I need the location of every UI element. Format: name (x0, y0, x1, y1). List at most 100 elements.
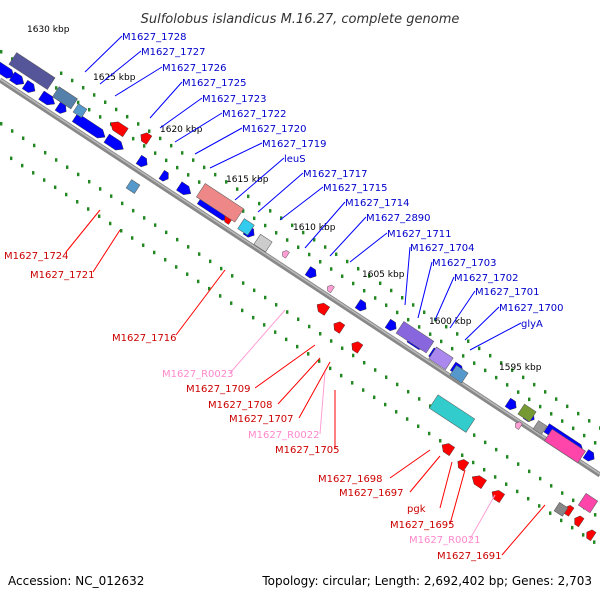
tick-mark (352, 281, 355, 286)
tick-mark (418, 397, 421, 401)
block-shape (449, 364, 469, 384)
leader-line (99, 50, 142, 85)
genome-summary-text: Topology: circular; Length: 2,692,402 bp… (261, 574, 592, 588)
tick-mark (517, 462, 520, 466)
gene-label: M1627_1725 (182, 78, 247, 89)
tick-mark (291, 223, 294, 228)
tick-mark (197, 279, 200, 284)
gene-shape (457, 459, 470, 472)
tick-mark (335, 252, 338, 257)
tick-mark (82, 85, 85, 90)
leader-line (469, 494, 496, 540)
tick-mark (143, 216, 146, 220)
tick-mark (467, 339, 470, 343)
cog-block (428, 346, 454, 371)
tick-mark (253, 288, 256, 293)
leader-line (439, 461, 453, 509)
tick-mark (478, 346, 481, 351)
reverse-gene-arrow (327, 284, 335, 294)
tick-mark (275, 231, 278, 235)
tick-mark (209, 259, 212, 264)
leader-line (257, 172, 304, 213)
tick-mark (55, 158, 58, 162)
tick-mark (225, 180, 228, 184)
gene-label: leuS (284, 154, 306, 165)
tick-label: 1620 kbp (160, 125, 203, 135)
gene-label: M1627_1711 (387, 229, 452, 240)
tick-mark (561, 491, 564, 495)
cog-block (8, 52, 56, 90)
tick-mark (148, 129, 151, 133)
tick-mark (192, 158, 195, 162)
leader-line (254, 344, 316, 389)
forward-gene-arrow (9, 71, 25, 86)
tick-mark (506, 455, 509, 459)
reverse-gene-arrow (333, 321, 346, 334)
tick-mark (385, 303, 388, 307)
gene-shape (333, 321, 346, 334)
forward-gene-arrow (384, 318, 397, 332)
leader-line (279, 186, 324, 221)
tick-mark (549, 511, 552, 515)
tick-mark (181, 151, 184, 155)
forward-gene-arrow (135, 154, 148, 168)
gene-shape (158, 169, 169, 182)
reverse-gene-arrow (515, 421, 523, 430)
tick-mark (461, 453, 464, 457)
gene-label: M1627_R0023 (162, 369, 233, 380)
gene-shape (504, 397, 517, 411)
tick-mark (571, 525, 574, 530)
block-shape (517, 403, 537, 423)
tick-mark (522, 375, 525, 380)
tick-label: 1615 kbp (226, 175, 269, 185)
tick-mark (396, 382, 399, 387)
tick-mark (330, 339, 333, 343)
tick-mark (373, 395, 376, 400)
tick-mark (302, 230, 305, 235)
gene-label: M1627_1705 (275, 445, 340, 456)
leader-line (464, 306, 500, 341)
tick-mark (176, 165, 179, 170)
tick-mark (131, 236, 134, 240)
tick-label: 1625 kbp (93, 73, 136, 83)
tick-mark (93, 93, 96, 97)
reverse-gene-arrow (110, 121, 129, 138)
gene-label: M1627_1719 (262, 139, 327, 150)
gene-shape (574, 515, 585, 528)
leader-line (65, 209, 101, 253)
tick-mark (297, 317, 300, 322)
gene-label: M1627_1708 (208, 400, 273, 411)
tick-mark (258, 201, 261, 206)
gene-label: M1627_1709 (186, 384, 251, 395)
tick-label: 1595 kbp (499, 363, 542, 373)
gene-label: M1627_1697 (339, 488, 404, 499)
genome-backbone (0, 77, 600, 478)
tick-mark (275, 303, 278, 307)
reverse-gene-arrow (282, 250, 290, 259)
tick-mark (423, 310, 426, 314)
tick-mark (88, 179, 91, 184)
reverse-gene-arrow (316, 302, 331, 316)
tick-mark (484, 368, 487, 373)
leader-line (159, 97, 203, 129)
gene-label: M1627_1700 (499, 303, 564, 314)
tick-mark (374, 368, 377, 372)
block-shape (196, 183, 244, 223)
gene-shape (110, 121, 129, 138)
tick-label: 1630 kbp (27, 25, 70, 35)
tick-mark (566, 404, 569, 409)
leader-line (234, 157, 285, 201)
tick-mark (65, 192, 68, 197)
gene-shape (351, 341, 364, 354)
gene-label: M1627_1727 (141, 47, 206, 58)
tick-mark (280, 216, 283, 220)
forward-gene-labels: M1627_1728 M1627_1727 M1627_1726 M1627_1… (122, 32, 564, 330)
tick-mark (176, 237, 179, 242)
gene-shape (316, 302, 331, 316)
tick-mark (412, 303, 415, 307)
leader-line (209, 142, 263, 169)
block-shape (577, 493, 599, 514)
tick-mark (516, 489, 519, 494)
reverse-gene-arrow (471, 475, 487, 489)
tick-mark (142, 243, 145, 247)
